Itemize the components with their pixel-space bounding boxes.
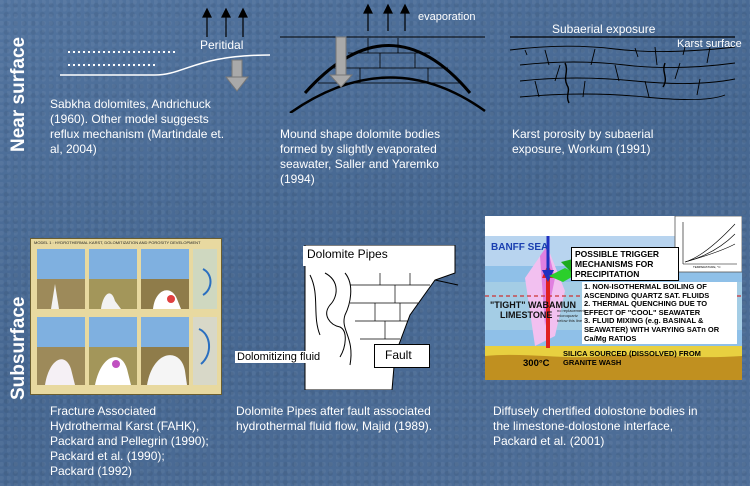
subaerial-exposure-label: Subaerial exposure — [552, 22, 656, 36]
mound-diagram — [280, 3, 486, 113]
karst-caption: Karst porosity by subaerial exposure, Wo… — [512, 127, 654, 156]
evaporation-label: evaporation — [418, 11, 476, 23]
peritidal-label: Peritidal — [200, 38, 244, 52]
small-note: no replacement microquartz below this li… — [557, 308, 585, 323]
pipes-caption: Dolomite Pipes after fault associated hy… — [236, 404, 433, 433]
fault-label: Fault — [374, 344, 430, 368]
karst-surface-label: Karst surface — [677, 38, 742, 50]
sabkha-caption: Sabkha dolomites, Andrichuck (1960). Oth… — [50, 97, 225, 156]
dolomite-pipes-diagram — [304, 245, 459, 390]
banff-sea-label: BANFF SEA — [491, 242, 549, 253]
karst-diagram — [509, 36, 736, 104]
dolomitizing-fluid-label: Dolomitizing fluid — [235, 351, 323, 363]
subsurface-label: Subsurface — [8, 296, 29, 400]
trigger-title: POSSIBLE TRIGGER MECHANISMS FOR PRECIPIT… — [571, 247, 679, 281]
inset-axis-label: TEMPERATURE, °C — [693, 265, 721, 269]
fahk-model-image: MODEL 1 : HYDROTHERMAL KARST, DOLOMITIZA… — [30, 238, 222, 395]
chert-caption: Diffusely chertified dolostone bodies in… — [493, 404, 698, 448]
dolomite-pipes-title: Dolomite Pipes — [303, 246, 431, 266]
temperature-label: 300°C — [523, 358, 550, 369]
mechanisms-list: 1. NON-ISOTHERMAL BOILING OF ASCENDING Q… — [582, 282, 737, 345]
fahk-model-title: MODEL 1 : HYDROTHERMAL KARST, DOLOMITIZA… — [34, 240, 201, 245]
sabkha-diagram — [60, 7, 270, 92]
mound-caption: Mound shape dolomite bodies formed by sl… — [280, 127, 441, 186]
silica-source-label: SILICA SOURCED (DISSOLVED) FROM GRANITE … — [563, 349, 701, 367]
chert-diagram: BANFF SEA TEMPERATURE, °C POSSIBLE TRIGG… — [485, 216, 742, 380]
fahk-caption: Fracture Associated Hydrothermal Karst (… — [50, 404, 209, 478]
wabamun-limestone-label: "TIGHT" WABAMUN LIMESTONE — [490, 300, 577, 320]
near-surface-label: Near surface — [8, 36, 29, 152]
